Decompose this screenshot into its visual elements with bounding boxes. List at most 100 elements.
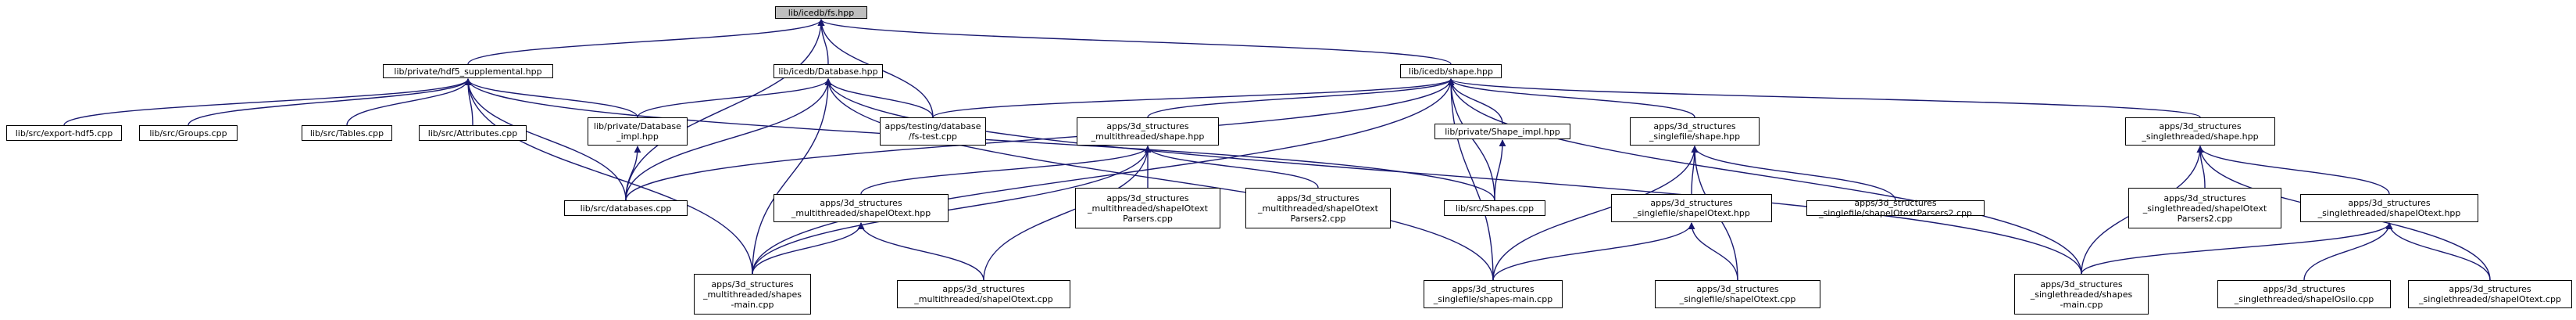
node-hdf5-supp[interactable]: lib/private/hdf5_supplemental.hpp <box>383 64 553 78</box>
edge-mt-main-to-mt-shapeIOtext-hpp <box>752 222 865 275</box>
edge-st-main-to-st-shapeIOtext-hpp <box>2081 222 2393 275</box>
node-fs-test[interactable]: apps/testing/database/fs-test.cpp <box>880 117 986 146</box>
node-st-shapeIOtext-hpp[interactable]: apps/3d_structures_singlethreaded/shapeI… <box>2300 194 2478 222</box>
node-export-hdf5[interactable]: lib/src/export-hdf5.cpp <box>6 125 122 141</box>
node-mt-parsers2[interactable]: apps/3d_structures_multithreaded/shapeIO… <box>1245 188 1391 228</box>
node-label-line: lib/private/hdf5_supplemental.hpp <box>394 66 542 77</box>
node-sf-main[interactable]: apps/3d_structures_singlefile/shapes-mai… <box>1424 280 1563 308</box>
node-label-line: lib/src/Attributes.cpp <box>427 128 518 138</box>
node-label-line: lib/src/export-hdf5.cpp <box>15 128 113 138</box>
node-label-line: Parsers2.cpp <box>1290 213 1346 224</box>
node-st-shapeIOsilo[interactable]: apps/3d_structures_singlethreaded/shapeI… <box>2217 280 2391 308</box>
node-st-shapeIOtext-cpp[interactable]: apps/3d_structures_singlethreaded/shapeI… <box>2408 280 2572 308</box>
node-label-line: _multithreaded/shapeIOtext.cpp <box>914 294 1053 304</box>
node-tables-cpp[interactable]: lib/src/Tables.cpp <box>302 125 392 141</box>
node-shapes-cpp[interactable]: lib/src/Shapes.cpp <box>1444 200 1545 216</box>
edge-st-shapeIOtext-cpp-to-st-shapeIOtext-hpp <box>2385 222 2491 281</box>
edge-hdf5-supp-to-fs-hpp <box>467 19 825 65</box>
node-st-parsers2[interactable]: apps/3d_structures_singlethreaded/shapeI… <box>2128 188 2281 228</box>
edge-export-hdf5-to-hdf5-supp <box>63 78 472 126</box>
edge-fs-test-to-database-hpp <box>824 78 934 118</box>
edge-sf-shapeIOtext-cpp-to-sf-shapeIOtext-hpp <box>1688 222 1738 281</box>
node-shape-impl[interactable]: lib/private/Shape_impl.hpp <box>1434 124 1570 139</box>
node-label-line: apps/3d_structures <box>942 284 1025 294</box>
node-label-line: Parsers.cpp <box>1123 213 1173 224</box>
edge-shape-hpp-to-fs-hpp <box>817 19 1452 65</box>
node-label-line: -main.cpp <box>731 299 774 310</box>
edge-mt-main-to-shape-hpp <box>752 78 1455 275</box>
node-label-line: apps/3d_structures <box>2163 192 2246 203</box>
edge-sf-main-to-sf-shape-hpp <box>1492 146 1699 281</box>
edge-st-shape-hpp-to-shape-hpp <box>1447 78 2201 118</box>
node-label-line: _singlethreaded/shape.hpp <box>2142 131 2259 142</box>
node-mt-shape-hpp[interactable]: apps/3d_structures_multithreaded/shape.h… <box>1077 117 1219 146</box>
node-databases-cpp[interactable]: lib/src/databases.cpp <box>564 200 688 216</box>
node-label-line: apps/3d_structures <box>1452 284 1535 294</box>
node-mt-main[interactable]: apps/3d_structures_multithreaded/shapes-… <box>694 274 811 315</box>
node-label-line: _multithreaded/shapeIOtext <box>1088 203 1208 214</box>
node-database-hpp[interactable]: lib/icedb/Database.hpp <box>774 64 883 78</box>
node-mt-shapeIOtext-cpp[interactable]: apps/3d_structures_multithreaded/shapeIO… <box>897 280 1070 308</box>
edge-mt-shapeIOtext-cpp-to-mt-shapeIOtext-hpp <box>857 222 984 281</box>
edge-mt-shapeIOtext-cpp-to-mt-shape-hpp <box>983 146 1152 281</box>
node-label-line: apps/3d_structures <box>1650 198 1733 208</box>
edge-fs-test-to-shape-hpp <box>932 78 1455 118</box>
node-mt-shapeIOtext-hpp[interactable]: apps/3d_structures_multithreaded/shapeIO… <box>774 194 949 222</box>
edge-mt-main-to-hdf5-supp <box>464 78 753 275</box>
node-label-line: apps/3d_structures <box>2040 279 2123 289</box>
node-sf-shape-hpp[interactable]: apps/3d_structures_singlefile/shape.hpp <box>1630 117 1760 146</box>
edge-st-main-to-shape-hpp <box>1447 78 2082 275</box>
edge-shapes-cpp-to-shape-hpp <box>1447 78 1495 201</box>
node-mt-parsers[interactable]: apps/3d_structures_multithreaded/shapeIO… <box>1075 188 1220 228</box>
node-label-line: _singlethreaded/shapeIOtext.cpp <box>2419 294 2561 304</box>
node-groups-cpp[interactable]: lib/src/Groups.cpp <box>139 125 238 141</box>
node-label-line: apps/3d_structures <box>1696 284 1779 294</box>
node-label-line: _singlefile/shapeIOtext.hpp <box>1633 208 1750 218</box>
node-st-shape-hpp[interactable]: apps/3d_structures_singlethreaded/shape.… <box>2125 117 2275 146</box>
node-database-impl[interactable]: lib/private/Database_impl.hpp <box>588 117 688 146</box>
node-label-line: _multithreaded/shape.hpp <box>1091 131 1205 142</box>
edge-shapes-cpp-to-shape-impl <box>1494 139 1506 201</box>
edge-mt-shape-hpp-to-shape-hpp <box>1147 78 1455 118</box>
edge-groups-cpp-to-hdf5-supp <box>188 78 472 126</box>
node-label-line: lib/src/Groups.cpp <box>149 128 227 138</box>
edge-sf-main-to-sf-shapeIOtext-hpp <box>1492 222 1695 281</box>
edge-mt-shapeIOtext-hpp-to-mt-shape-hpp <box>860 146 1152 195</box>
edge-databases-cpp-to-shape-hpp <box>625 78 1455 201</box>
node-sf-parsers2[interactable]: apps/3d_structures_singlefile/shapeIOtex… <box>1806 198 1985 218</box>
node-label-line: lib/src/Shapes.cpp <box>1455 203 1535 214</box>
node-sf-shapeIOtext-hpp[interactable]: apps/3d_structures_singlefile/shapeIOtex… <box>1611 194 1772 222</box>
node-attributes-cpp[interactable]: lib/src/Attributes.cpp <box>419 125 527 141</box>
node-label-line: apps/3d_structures <box>1106 121 1189 131</box>
edge-st-main-to-database-hpp <box>824 78 2082 275</box>
edge-mt-main-to-database-hpp <box>752 78 832 275</box>
node-label-line: /fs-test.cpp <box>909 131 957 142</box>
node-label-line: _singlefile/shapeIOtextParsers2.cpp <box>1819 208 1972 218</box>
node-st-main[interactable]: apps/3d_structures_singlethreaded/shapes… <box>2014 274 2149 315</box>
node-label-line: lib/icedb/fs.hpp <box>788 7 855 18</box>
node-label-line: apps/3d_structures <box>2449 284 2531 294</box>
node-label-line: apps/3d_structures <box>711 279 794 289</box>
node-fs-hpp: lib/icedb/fs.hpp <box>775 6 867 19</box>
node-label-line: apps/3d_structures <box>1854 198 1937 208</box>
node-label-line: lib/private/Shape_impl.hpp <box>1445 126 1560 137</box>
edge-sf-main-to-database-hpp <box>824 78 1494 281</box>
node-label-line: lib/private/Database <box>594 121 681 131</box>
node-label-line: _singlethreaded/shapeIOtext <box>2142 203 2267 214</box>
node-label-line: _singlethreaded/shapeIOtext.hpp <box>2317 208 2461 218</box>
edge-st-shapeIOsilo-to-st-shapeIOtext-hpp <box>2303 222 2393 281</box>
node-label-line: apps/testing/database <box>884 121 981 131</box>
edge-shape-impl-to-shape-hpp <box>1447 78 1503 124</box>
edge-databases-cpp-to-fs-hpp <box>625 19 825 201</box>
edge-st-shapeIOtext-hpp-to-st-shape-hpp <box>2196 146 2390 195</box>
node-shape-hpp[interactable]: lib/icedb/shape.hpp <box>1400 64 1502 78</box>
node-label-line: apps/3d_structures <box>2159 121 2242 131</box>
node-sf-shapeIOtext-cpp[interactable]: apps/3d_structures_singlefile/shapeIOtex… <box>1655 280 1820 308</box>
node-label-line: apps/3d_structures <box>2348 198 2431 208</box>
node-label-line: _singlefile/shapeIOtext.cpp <box>1679 294 1796 304</box>
node-label-line: apps/3d_structures <box>1277 192 1359 203</box>
node-label-line: lib/icedb/shape.hpp <box>1409 66 1493 77</box>
edge-mt-main-to-mt-shape-hpp <box>752 146 1152 275</box>
node-label-line: apps/3d_structures <box>1653 121 1736 131</box>
